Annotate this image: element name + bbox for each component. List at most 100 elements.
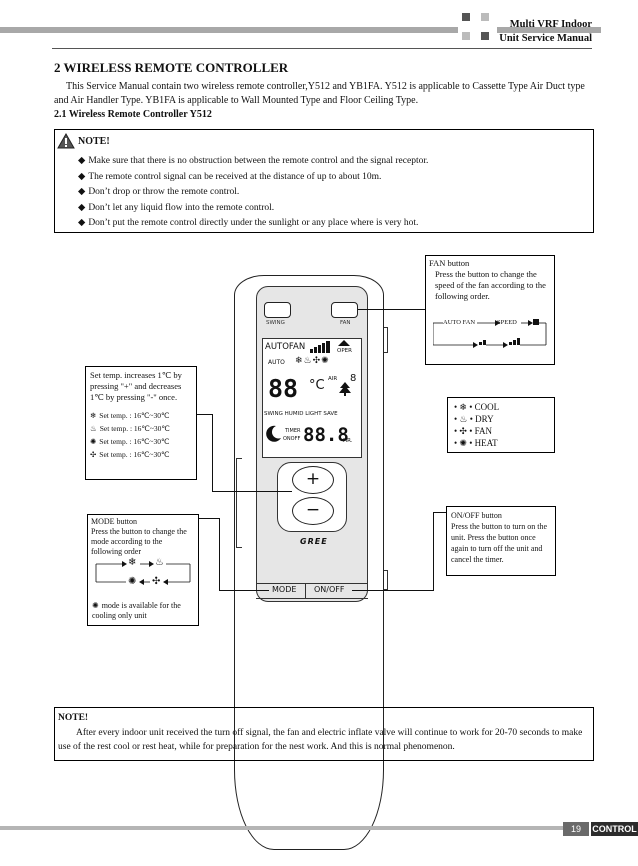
header-square-dark bbox=[481, 32, 489, 40]
note-box: NOTE! ◆Make sure that there is no obstru… bbox=[54, 129, 594, 233]
mode-legend-label: DRY bbox=[475, 414, 494, 424]
note-item-text: The remote control signal can be receive… bbox=[88, 171, 382, 182]
dry-icon: ♨ bbox=[155, 557, 164, 568]
settemp-row: ✺Set temp. : 16℃~30℃ bbox=[90, 435, 192, 448]
lcd-timer-text: TIMER bbox=[285, 428, 301, 434]
header-rule bbox=[52, 48, 592, 49]
subsection-title: 2.1 Wireless Remote Controller Y512 bbox=[54, 109, 212, 120]
dry-icon: ♨ bbox=[90, 424, 97, 433]
lcd-display bbox=[262, 338, 362, 458]
brand-logo: GREE bbox=[300, 537, 328, 546]
dry-icon: ♨ bbox=[459, 414, 468, 424]
onoff-leader-line bbox=[352, 590, 434, 591]
temp-up-button[interactable]: + bbox=[292, 466, 334, 494]
note-heading-text: NOTE! bbox=[78, 135, 110, 147]
fan-button[interactable] bbox=[331, 302, 358, 318]
fan-callout-title: FAN button bbox=[429, 258, 470, 268]
cool-icon: ❄ bbox=[295, 356, 304, 366]
bottom-note-text: After every indoor unit received the tur… bbox=[58, 728, 583, 752]
mode-leader-line bbox=[219, 590, 269, 591]
heat-icon: ✺ bbox=[128, 576, 137, 587]
onoff-callout: ON/OFF button Press the button to turn o… bbox=[446, 506, 556, 576]
cool-icon: ❄ bbox=[128, 557, 137, 568]
mode-legend-label: HEAT bbox=[474, 438, 498, 448]
mode-legend-label: FAN bbox=[474, 426, 492, 436]
lcd-time-digits: 88.8 bbox=[303, 424, 349, 446]
mode-onoff-divider bbox=[305, 584, 306, 599]
settemp-leader-line bbox=[197, 414, 212, 415]
mode-callout: MODE button Press the button to change t… bbox=[87, 514, 199, 626]
mode-legend-item: • ❄ • COOL bbox=[454, 402, 500, 412]
mode-legend-item: • ♨ • DRY bbox=[454, 414, 494, 424]
footer-section-label: CONTROL bbox=[591, 822, 638, 836]
diamond-bullet-icon: ◆ bbox=[78, 202, 86, 213]
mode-callout-footnote-text: mode is available for the cooling only u… bbox=[92, 601, 181, 620]
settemp-callout-text: Set temp. increases 1℃ by pressing "+" a… bbox=[90, 370, 182, 402]
lcd-temperature-unit: °C bbox=[309, 378, 325, 393]
dry-icon: ♨ bbox=[303, 356, 313, 366]
fan-callout-text: Press the button to change the speed of … bbox=[435, 269, 546, 301]
section-title: 2 WIRELESS REMOTE CONTROLLER bbox=[54, 60, 289, 75]
lcd-auto-text: AUTO bbox=[268, 359, 285, 366]
remote-side-clip bbox=[384, 570, 388, 590]
onoff-button[interactable]: ON/OFF bbox=[314, 585, 345, 594]
diamond-bullet-icon: ◆ bbox=[78, 171, 86, 182]
lcd-hr-text: HR. bbox=[343, 438, 353, 444]
tree-icon bbox=[339, 382, 351, 396]
mode-legend-label: COOL bbox=[474, 402, 500, 412]
settemp-row: ❄Set temp. : 16℃~30℃ bbox=[90, 409, 192, 422]
fan-icon: ✣ bbox=[90, 450, 97, 459]
swing-button-label: SWING bbox=[266, 320, 285, 326]
swing-button[interactable] bbox=[264, 302, 291, 318]
cool-icon: ❄ bbox=[459, 402, 467, 412]
temp-down-button[interactable]: − bbox=[292, 497, 334, 525]
note-item-text: Don’t drop or throw the remote control. bbox=[88, 187, 240, 197]
note-item-text: Make sure that there is no obstruction b… bbox=[88, 156, 429, 166]
mode-onoff-row bbox=[256, 583, 368, 599]
cool-icon: ❄ bbox=[90, 411, 97, 420]
fan-seq-speed: SPEED bbox=[497, 319, 517, 326]
fan-button-callout: FAN button Press the button to change th… bbox=[425, 255, 555, 365]
intro-paragraph: This Service Manual contain two wireless… bbox=[54, 81, 585, 106]
fan-button-label: FAN bbox=[340, 320, 351, 326]
settemp-callout: Set temp. increases 1℃ by pressing "+" a… bbox=[85, 366, 197, 480]
note-heading: NOTE! bbox=[57, 133, 110, 149]
mode-callout-title: MODE button bbox=[91, 517, 137, 526]
footer-bar bbox=[0, 826, 563, 830]
lcd-status-row: SWING HUMID LIGHT SAVE bbox=[264, 411, 338, 417]
fan-leader-line bbox=[358, 309, 425, 310]
header-title-line2: Unit Service Manual bbox=[499, 33, 592, 44]
onoff-leader-line bbox=[433, 512, 446, 513]
settemp-row-text: Set temp. : 16℃~30℃ bbox=[99, 424, 170, 433]
fan-icon: ✣ bbox=[459, 426, 467, 436]
fan-seq-start: AUTO FAN bbox=[443, 319, 476, 326]
settemp-row-text: Set temp. : 16℃~30℃ bbox=[99, 437, 170, 446]
mode-button[interactable]: MODE bbox=[272, 585, 297, 594]
header-title-line1: Multi VRF Indoor bbox=[509, 19, 592, 30]
diamond-bullet-icon: ◆ bbox=[78, 187, 86, 197]
onoff-callout-text: Press the button to turn on the unit. Pr… bbox=[451, 522, 547, 564]
settemp-row-text: Set temp. : 16℃~30℃ bbox=[99, 450, 170, 459]
oper-triangle-icon bbox=[338, 340, 350, 346]
note-item-text: Don’t let any liquid flow into the remot… bbox=[88, 202, 275, 213]
settemp-row: ♨Set temp. : 16℃~30℃ bbox=[90, 422, 192, 435]
header-bar bbox=[497, 27, 601, 33]
mode-legend-item: • ✣ • FAN bbox=[454, 426, 492, 436]
diamond-bullet-icon: ◆ bbox=[78, 156, 86, 166]
lcd-oper-text: OPER bbox=[337, 348, 352, 354]
note-item-text: Don’t put the remote control directly un… bbox=[88, 218, 419, 228]
bottom-note-box: NOTE! After every indoor unit received t… bbox=[54, 707, 594, 761]
mode-callout-text: Press the button to change the mode acco… bbox=[91, 527, 187, 556]
sleep-moon-icon bbox=[266, 425, 281, 442]
mode-legend-item: • ✺ • HEAT bbox=[454, 438, 498, 448]
bottom-note-heading: NOTE! bbox=[58, 713, 89, 723]
header-square-light bbox=[462, 32, 470, 40]
remote-side-groove bbox=[236, 458, 242, 548]
onoff-leader-line bbox=[433, 512, 434, 590]
page-number: 19 bbox=[563, 822, 589, 836]
mode-legend-box: • ❄ • COOL • ♨ • DRY • ✣ • FAN • ✺ • HEA… bbox=[447, 397, 555, 453]
mode-sequence-diagram bbox=[95, 561, 191, 585]
note-list: ◆Make sure that there is no obstruction … bbox=[78, 154, 428, 232]
heat-icon: ✺ bbox=[90, 437, 97, 446]
fan-sequence-diagram bbox=[433, 319, 547, 348]
